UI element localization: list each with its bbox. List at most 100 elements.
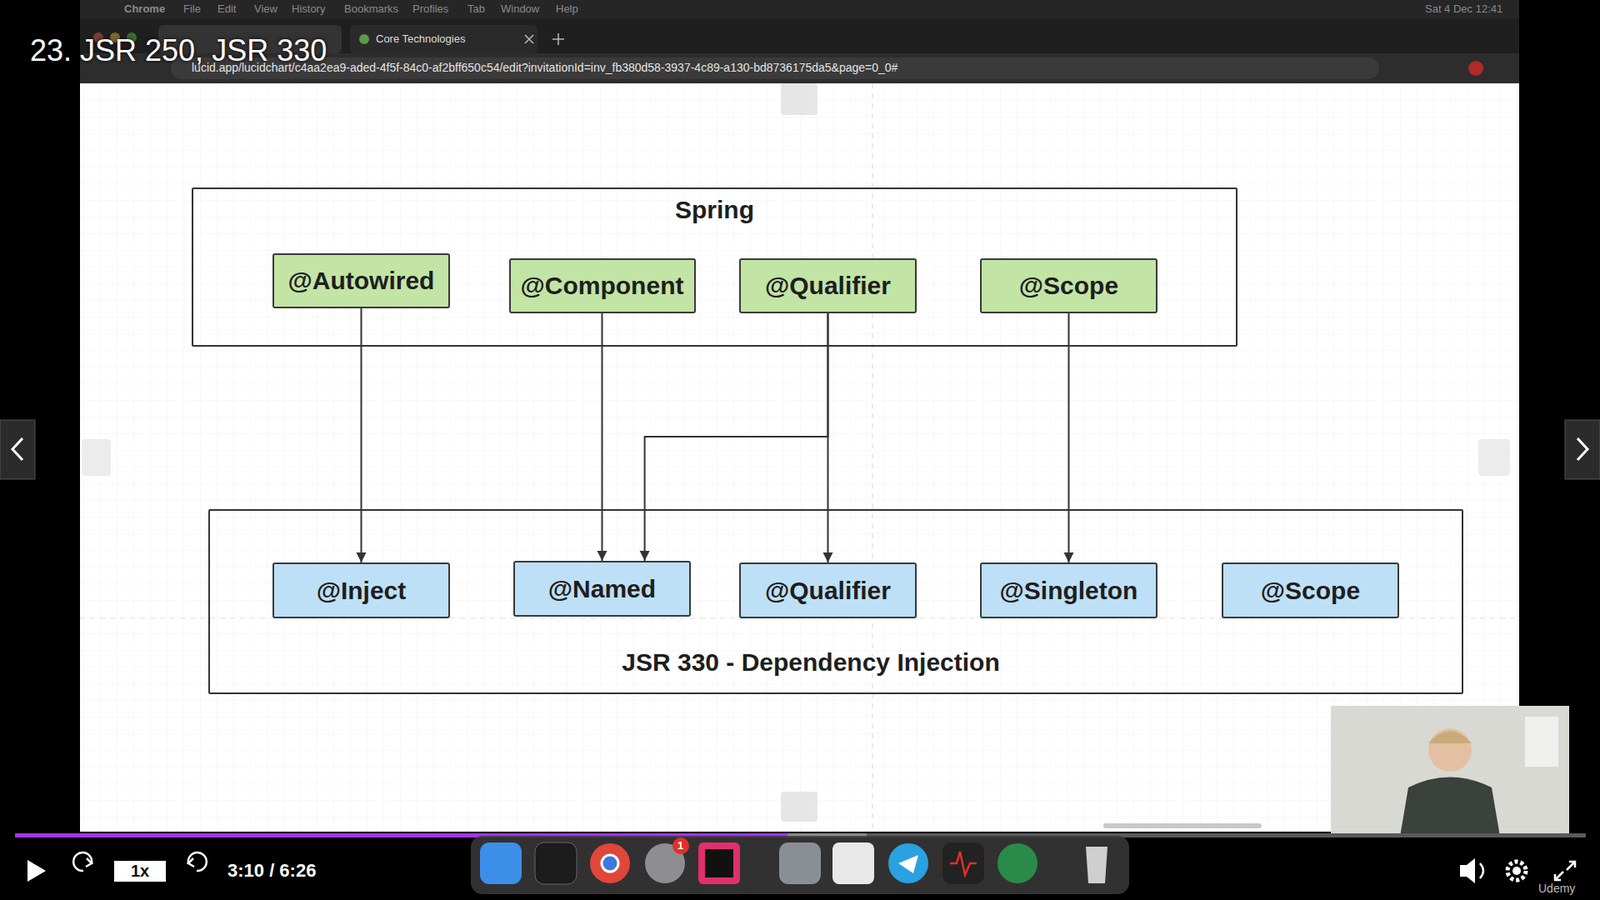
- tab-icon: [359, 34, 370, 45]
- connector-arrow: [827, 313, 830, 563]
- group-frame: JSR 330 - Dependency Injection @Inject @Na…: [208, 509, 1464, 695]
- panel-toggle: [780, 791, 818, 822]
- chevron-icon: [12, 438, 23, 460]
- label-slot: Bookmarks: [344, 2, 399, 15]
- connector-arrow: [645, 313, 829, 561]
- annotation-box: @Named: [513, 560, 691, 617]
- video-title: 23. JSR 250, JSR 330: [30, 33, 327, 69]
- annotation-box: @Inject: [272, 562, 450, 619]
- speed-button: 1x: [114, 860, 166, 882]
- annotation-box: @Scope: [1221, 562, 1400, 619]
- annotation-box: @Component: [509, 258, 696, 314]
- settings-icon: [1512, 866, 1521, 875]
- menu-item: Edit: [217, 2, 236, 15]
- label-slot: 3:10 / 6:26: [227, 860, 316, 882]
- menu-item: Tab: [467, 2, 485, 15]
- menu-item: Window: [500, 2, 540, 15]
- label-slot: Udemy: [1538, 881, 1575, 895]
- webcam-wall: [1525, 716, 1559, 767]
- annotation-name: @Named: [548, 575, 656, 604]
- menu-item: Profiles: [412, 2, 449, 15]
- connector-arrow: [601, 313, 604, 561]
- settings-icon: [1507, 861, 1526, 880]
- profile-icon: [1468, 60, 1484, 76]
- dock: [470, 835, 1130, 895]
- app-icon: [480, 842, 522, 885]
- canvas: [80, 83, 1520, 832]
- new-tab: [552, 33, 565, 45]
- url-field: [170, 57, 1380, 80]
- group-title: JSR 330 - Dependency Injection: [210, 648, 1462, 677]
- app-icon: [601, 855, 619, 872]
- title-slot: 23. JSR 250, JSR 330: [30, 33, 327, 69]
- canvas-grid: [80, 83, 1520, 832]
- menu-item: History: [291, 2, 325, 15]
- play-icon: [27, 860, 46, 882]
- annotation-name: @Inject: [316, 576, 407, 605]
- menu-item: Help: [555, 2, 579, 15]
- annotation-name: @Scope: [1019, 271, 1119, 300]
- group-title: Spring: [193, 195, 1236, 225]
- menu-bar: [80, 0, 1520, 19]
- presenter-hair: [1428, 730, 1472, 744]
- fullscreen-icon: [1555, 861, 1575, 880]
- volume-icon: [1480, 863, 1484, 879]
- tab-title: Core Technologies: [375, 32, 465, 45]
- clock: Sat 4 Dec 12:41: [1425, 2, 1503, 15]
- panel-toggle: [81, 439, 111, 476]
- annotation-box: @Scope: [980, 258, 1158, 314]
- nav-prev: [0, 420, 35, 480]
- menu-item: Chrome: [124, 2, 165, 15]
- label-slot: Core Technologies: [375, 32, 465, 45]
- annotation-name: @Autowired: [288, 266, 435, 295]
- panel-toggle: [1478, 439, 1510, 476]
- app-icon: [898, 855, 919, 874]
- label-slot: History: [291, 2, 325, 15]
- app-icon: [950, 851, 977, 875]
- annotation-box: @Singleton: [980, 562, 1158, 619]
- forward-icon: [188, 852, 207, 871]
- menu-item: View: [254, 2, 278, 15]
- tab-close: [525, 35, 534, 44]
- app-icon: [997, 843, 1038, 884]
- time-display: 3:10 / 6:26: [227, 860, 316, 882]
- badge: [672, 837, 690, 855]
- label-slot: 1: [677, 839, 684, 852]
- scrollbar: [1103, 823, 1262, 829]
- app-icon: [535, 842, 577, 885]
- label-slot: Profiles: [412, 2, 449, 15]
- label-slot: Edit: [217, 2, 236, 15]
- app-icon: [1085, 846, 1108, 884]
- guide-line: [872, 83, 874, 832]
- menu-item: File: [183, 2, 201, 15]
- presenter-head: [1428, 728, 1472, 772]
- volume-icon: [1460, 858, 1475, 884]
- chevron-icon: [1577, 438, 1588, 460]
- annotation-name: @Qualifier: [765, 576, 891, 605]
- watermark: Udemy: [1538, 881, 1575, 895]
- app-icon: [888, 843, 929, 884]
- label-slot: Tab: [467, 2, 485, 15]
- label-slot: Help: [555, 2, 579, 15]
- annotation-name: @Qualifier: [765, 271, 891, 300]
- annotation-box: @Autowired: [272, 253, 450, 309]
- annotation-name: @Scope: [1260, 576, 1360, 605]
- label-slot: Window: [500, 2, 540, 15]
- badge-count: 1: [677, 839, 684, 852]
- forward-icon: [188, 858, 195, 867]
- group-frame: Spring @Autowired @Component @Qualifier @Sco…: [191, 187, 1238, 347]
- panel-toggle: [780, 83, 818, 115]
- label-slot: Chrome: [124, 2, 165, 15]
- annotation-name: @Singleton: [1000, 576, 1139, 605]
- app-icon: [832, 842, 875, 885]
- app-icon: [590, 843, 630, 884]
- rewind-icon: [73, 852, 92, 871]
- app-icon: [698, 842, 740, 885]
- browser-tab: [350, 25, 538, 54]
